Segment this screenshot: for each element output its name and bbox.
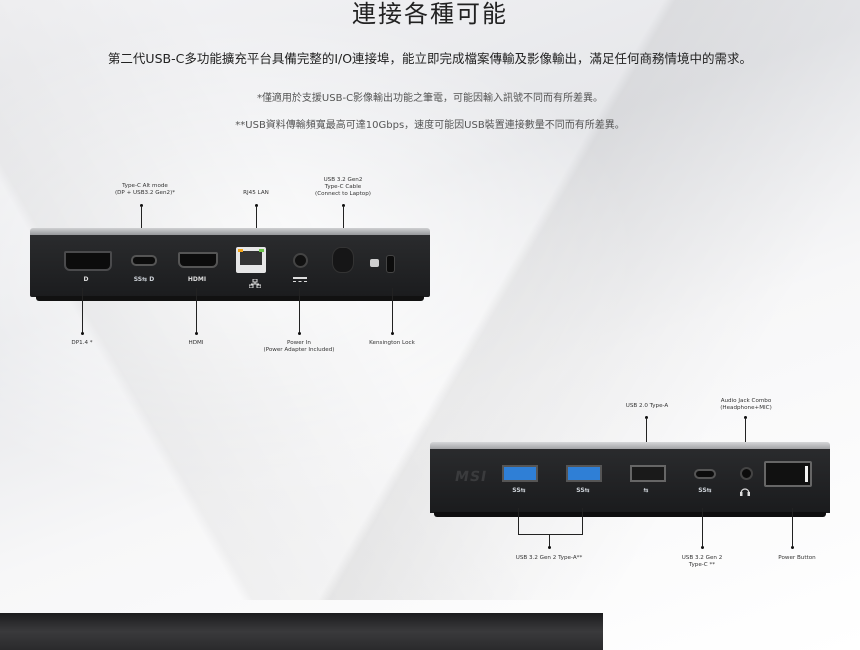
dock-body: MSI SS⇆ SS⇆ ⇆ SS⇆ bbox=[430, 449, 830, 513]
usbc-port bbox=[131, 255, 157, 266]
label-rj45: RJ45 LAN bbox=[243, 190, 269, 196]
rj45-jack bbox=[240, 251, 262, 265]
usbc-ss-icon: SS⇆ D bbox=[133, 276, 155, 283]
back-dock: MSI SS⇆ SS⇆ ⇆ SS⇆ bbox=[430, 442, 830, 518]
label-line: USB 3.2 Gen2 bbox=[323, 177, 363, 183]
label-line: (Headphone+MIC) bbox=[720, 405, 772, 411]
network-icon bbox=[249, 279, 261, 288]
leader-dot bbox=[140, 204, 143, 207]
leader-line bbox=[745, 418, 746, 464]
leader-dot bbox=[298, 332, 301, 335]
label-power-in: Power In (Power Adapter Included) bbox=[249, 340, 349, 354]
leader-bracket bbox=[518, 534, 583, 535]
usb-icon: ⇆ bbox=[643, 487, 649, 494]
leader-line bbox=[196, 288, 197, 333]
dc-power-icon-dash bbox=[293, 281, 307, 282]
dock-base bbox=[36, 296, 424, 301]
usb20-typea-port bbox=[630, 465, 666, 482]
label-usb32c: USB 3.2 Gen 2 Type-C ** bbox=[672, 555, 732, 569]
label-line: (Connect to Laptop) bbox=[315, 191, 371, 197]
label-line: (Power Adapter Included) bbox=[263, 347, 335, 353]
label-typec-alt: Type-C Alt mode (DP + USB3.2 Gen2)* bbox=[105, 183, 185, 197]
label-line: Power In bbox=[287, 340, 311, 346]
kensington-slot bbox=[386, 255, 395, 273]
power-led-icon bbox=[805, 466, 808, 482]
displayport-port bbox=[64, 251, 112, 271]
label-line: (DP + USB3.2 Gen2)* bbox=[114, 190, 176, 196]
leader-line bbox=[392, 288, 393, 333]
label-dp: DP1.4 * bbox=[71, 340, 93, 346]
rj45-led-icon bbox=[259, 249, 264, 252]
label-usb20: USB 2.0 Type-A bbox=[625, 403, 669, 409]
dc-power-icon bbox=[293, 277, 307, 279]
next-section-image bbox=[0, 613, 603, 650]
power-in-jack bbox=[293, 253, 308, 268]
usb-ss-icon: SS⇆ bbox=[576, 487, 590, 494]
leader-dot bbox=[744, 416, 747, 419]
leader-dot bbox=[342, 204, 345, 207]
page-title: 連接各種可能 bbox=[352, 0, 508, 28]
leader-dot bbox=[81, 332, 84, 335]
page-subtitle: 第二代USB-C多功能擴充平台具備完整的I/O連接埠，能立即完成檔案傳輸及影像輸… bbox=[107, 51, 753, 66]
leader-line bbox=[82, 288, 83, 333]
leader-line bbox=[646, 418, 647, 464]
power-button[interactable] bbox=[764, 461, 812, 487]
leader-line bbox=[518, 508, 519, 534]
leader-dot bbox=[701, 546, 704, 549]
usb-ss-icon: SS⇆ bbox=[698, 487, 712, 494]
label-kensington: Kensington Lock bbox=[369, 340, 415, 346]
leader-dot bbox=[391, 332, 394, 335]
label-usb-cable: USB 3.2 Gen2 Type-C Cable (Connect to La… bbox=[303, 177, 383, 198]
leader-dot bbox=[645, 416, 648, 419]
dock-top-cover bbox=[30, 228, 430, 236]
leader-dot bbox=[791, 546, 794, 549]
leader-line bbox=[792, 508, 793, 546]
leader-dot bbox=[548, 546, 551, 549]
label-line: Audio Jack Combo bbox=[720, 398, 772, 404]
audio-jack bbox=[740, 467, 753, 480]
leader-line bbox=[582, 508, 583, 534]
label-audio: Audio Jack Combo (Headphone+MIC) bbox=[706, 398, 786, 412]
label-power-button: Power Button bbox=[778, 555, 816, 561]
dp-icon: D bbox=[83, 276, 89, 283]
usb32-typea-port-2 bbox=[566, 465, 602, 482]
usb-cable-exit bbox=[332, 247, 354, 273]
dock-top-cover bbox=[430, 442, 830, 450]
rj45-led-icon bbox=[238, 249, 243, 252]
leader-dot bbox=[195, 332, 198, 335]
leader-line bbox=[549, 534, 550, 547]
label-hdmi: HDMI bbox=[188, 340, 204, 346]
hdmi-port bbox=[178, 252, 218, 268]
label-line: USB 3.2 Gen 2 bbox=[681, 555, 723, 561]
leader-dot bbox=[255, 204, 258, 207]
label-line: Type-C Cable bbox=[324, 184, 362, 190]
hdmi-logo: HDMI bbox=[187, 276, 207, 283]
usb-ss-icon: SS⇆ bbox=[512, 487, 526, 494]
rj45-port bbox=[236, 247, 266, 273]
usb32-typec-port bbox=[694, 469, 716, 479]
headset-icon bbox=[740, 488, 750, 496]
front-dock: D SS⇆ D HDMI bbox=[30, 228, 430, 301]
leader-line bbox=[299, 288, 300, 333]
label-line: Type-C Alt mode bbox=[122, 183, 168, 189]
leader-line bbox=[702, 508, 703, 546]
kensington-lock-icon bbox=[370, 259, 379, 267]
msi-logo: MSI bbox=[453, 469, 489, 485]
label-usb32a: USB 3.2 Gen 2 Type-A** bbox=[515, 555, 583, 561]
label-line: Type-C ** bbox=[688, 562, 716, 568]
dock-body: D SS⇆ D HDMI bbox=[30, 235, 430, 297]
footnote-video: *僅適用於支援USB-C影像輸出功能之筆電，可能因輸入訊號不同而有所差異。 bbox=[256, 93, 604, 104]
dock-base bbox=[434, 512, 826, 517]
footnote-usb: **USB資料傳輸頻寬最高可達10Gbps，速度可能因USB裝置連接數量不同而有… bbox=[235, 120, 625, 131]
usb32-typea-port-1 bbox=[502, 465, 538, 482]
